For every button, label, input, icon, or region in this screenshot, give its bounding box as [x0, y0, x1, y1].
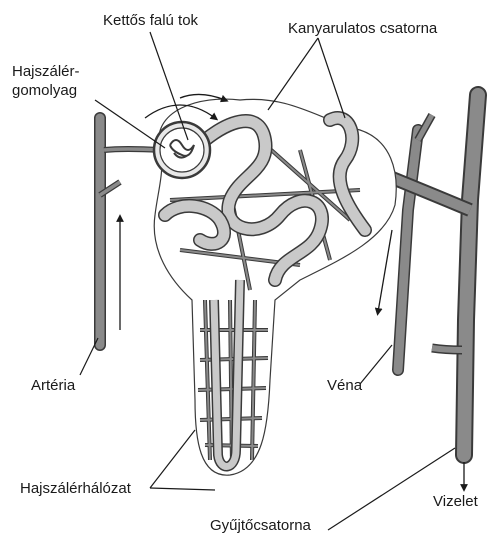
label-capsule: Kettős falú tok [103, 12, 198, 30]
artery-vessel [100, 118, 160, 345]
label-artery: Artéria [31, 377, 75, 395]
label-glomerulus-line2: gomolyag [12, 82, 77, 100]
label-urine: Vizelet [433, 493, 478, 511]
label-collecting-duct: Gyűjtőcsatorna [210, 517, 311, 535]
label-glomerulus-line1: Hajszálér- [12, 63, 80, 81]
label-tubule: Kanyarulatos csatorna [288, 20, 437, 38]
label-vein: Véna [327, 377, 362, 395]
label-capillary-network: Hajszálérhálózat [20, 480, 131, 498]
